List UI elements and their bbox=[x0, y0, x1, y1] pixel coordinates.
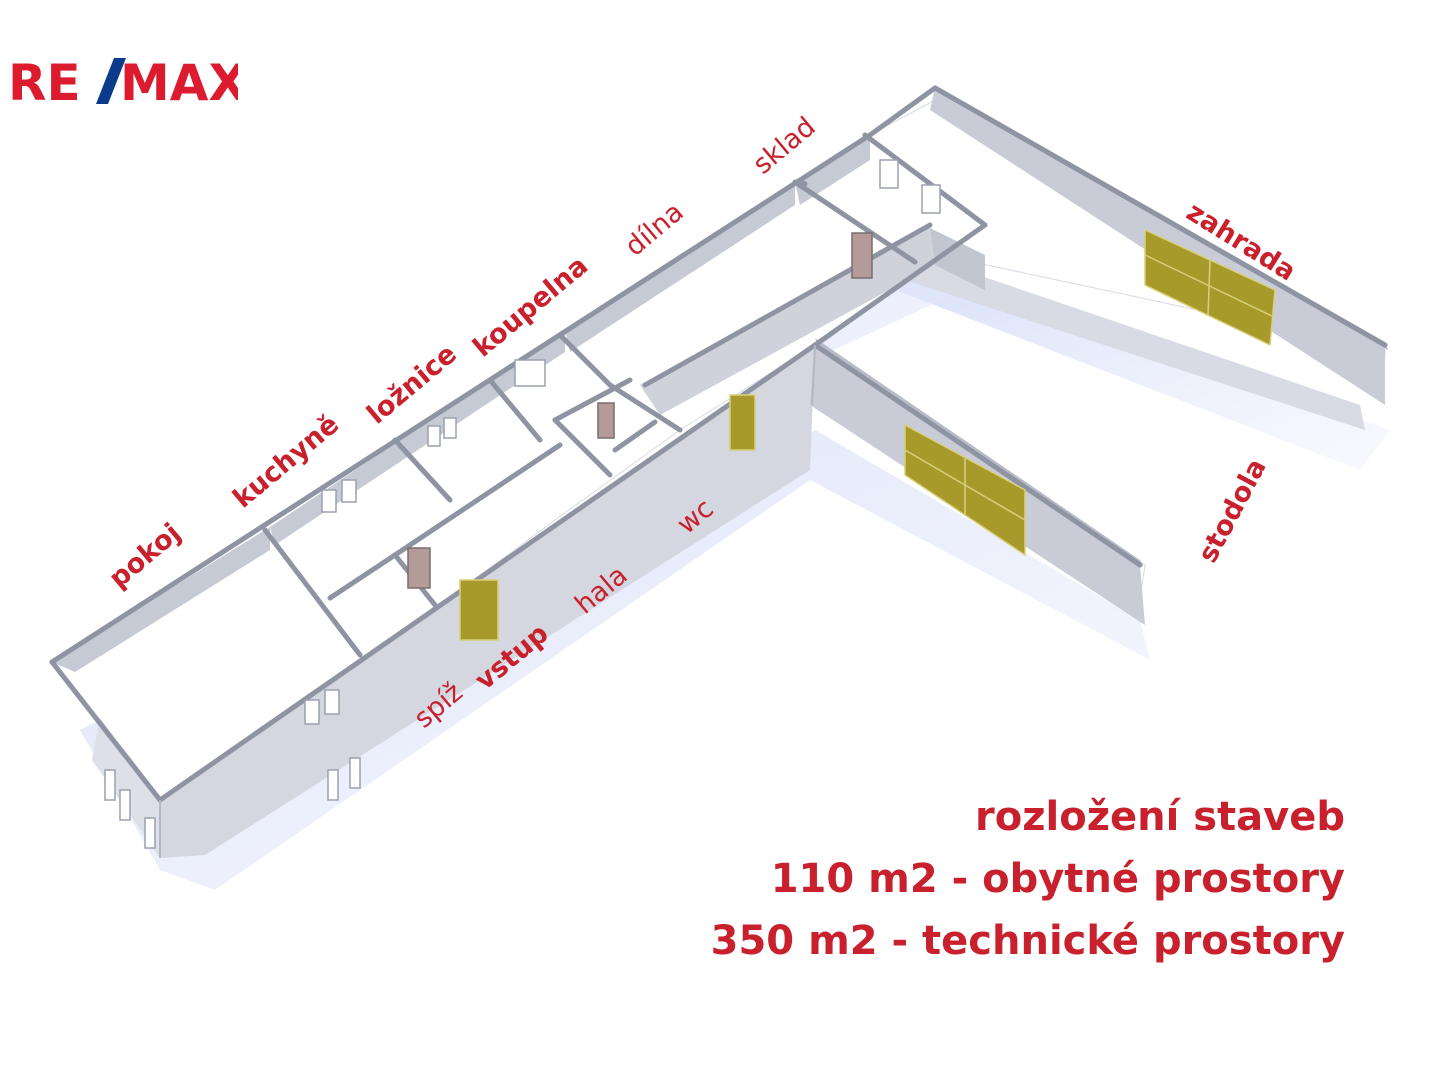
zahrada-front-wall bbox=[905, 250, 1365, 430]
window-koupelna bbox=[514, 359, 546, 387]
window-end bbox=[104, 769, 156, 849]
back-wall-sklad bbox=[795, 135, 870, 205]
windows bbox=[104, 159, 941, 849]
window-loznice bbox=[427, 417, 457, 447]
window-sklad bbox=[879, 159, 941, 214]
front-wall-long bbox=[92, 718, 160, 858]
summary-text: rozložení staveb 110 m2 - obytné prostor… bbox=[711, 786, 1345, 972]
back-wall-dilna bbox=[565, 182, 795, 352]
door-dilna bbox=[851, 232, 873, 279]
window-front bbox=[304, 689, 340, 725]
summary-line-3: 350 m2 - technické prostory bbox=[710, 918, 1345, 964]
remax-logo: RE MAX bbox=[8, 50, 247, 112]
window-kuchyne bbox=[321, 479, 357, 513]
remax-logo-max: MAX bbox=[120, 54, 238, 110]
summary-line-2: 110 m2 - obytné prostory bbox=[770, 856, 1345, 902]
summary-line-1: rozložení staveb bbox=[975, 794, 1345, 840]
gate-details bbox=[904, 254, 1273, 521]
door-wc bbox=[729, 394, 756, 451]
gate-zahrada bbox=[1144, 228, 1276, 347]
remax-logo-mark: RE MAX bbox=[8, 54, 247, 112]
door-vstup bbox=[459, 579, 499, 641]
interior-doors bbox=[407, 232, 873, 589]
remax-logo-re: RE bbox=[8, 54, 81, 110]
back-wall-long bbox=[52, 527, 270, 672]
remax-logo-slash bbox=[96, 58, 126, 104]
inner-right-wall bbox=[930, 228, 985, 290]
door-koupelna bbox=[597, 402, 615, 439]
door-hall bbox=[407, 547, 431, 589]
window-front-outer bbox=[327, 757, 361, 801]
